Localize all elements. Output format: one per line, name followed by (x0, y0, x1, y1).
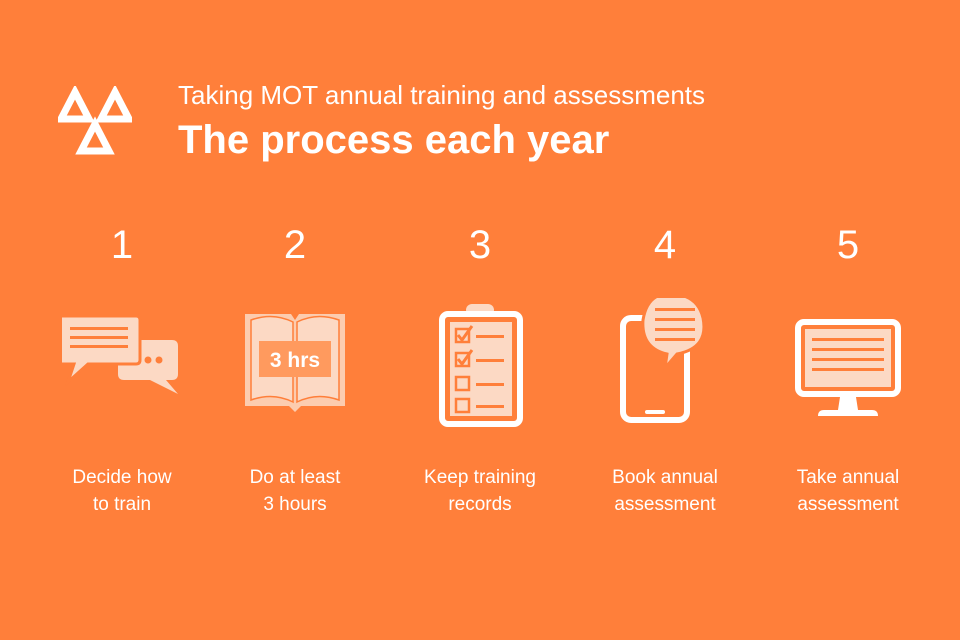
step-3: 3 Keep training records (390, 220, 570, 530)
step-label: Take annual assessment (758, 464, 938, 518)
open-book-icon: 3 hrs (245, 314, 345, 412)
step-label-line: Take annual (796, 467, 900, 488)
computer-monitor-icon (795, 319, 901, 416)
step-number: 4 (653, 223, 677, 267)
step-label-line: Keep training (424, 467, 536, 488)
mot-triangles-logo-icon (58, 86, 132, 155)
speech-bubbles-icon (62, 314, 178, 394)
clipboard-checklist-icon (439, 304, 523, 427)
step-label-line: Book annual (612, 467, 718, 488)
page-title: The process each year (178, 118, 610, 162)
step-label-line: assessment (614, 494, 716, 515)
step-label-line: records (448, 494, 512, 515)
step-label: Decide how to train (32, 464, 212, 518)
step-label-line: to train (92, 494, 152, 515)
step-number: 5 (836, 223, 860, 267)
step-1: 1 Decide how to train (32, 220, 212, 530)
step-label-line: assessment (797, 494, 899, 515)
phone-message-icon (620, 298, 706, 423)
step-4: 4 Book annual assessment (575, 220, 755, 530)
step-label: Do at least 3 hours (205, 464, 385, 518)
step-label-line: Do at least (249, 467, 341, 488)
step-label-line: Decide how (72, 467, 172, 488)
book-hours-text: 3 hrs (270, 349, 320, 372)
step-label-line: 3 hours (263, 494, 327, 515)
step-2: 2 3 hrs Do at least 3 hours (205, 220, 385, 530)
step-number: 1 (110, 223, 134, 267)
step-label: Book annual assessment (575, 464, 755, 518)
step-label: Keep training records (390, 464, 570, 518)
step-number: 3 (468, 223, 492, 267)
step-number: 2 (283, 223, 307, 267)
step-5: 5 Take annual assessment (758, 220, 938, 530)
page-subtitle: Taking MOT annual training and assessmen… (178, 80, 706, 110)
